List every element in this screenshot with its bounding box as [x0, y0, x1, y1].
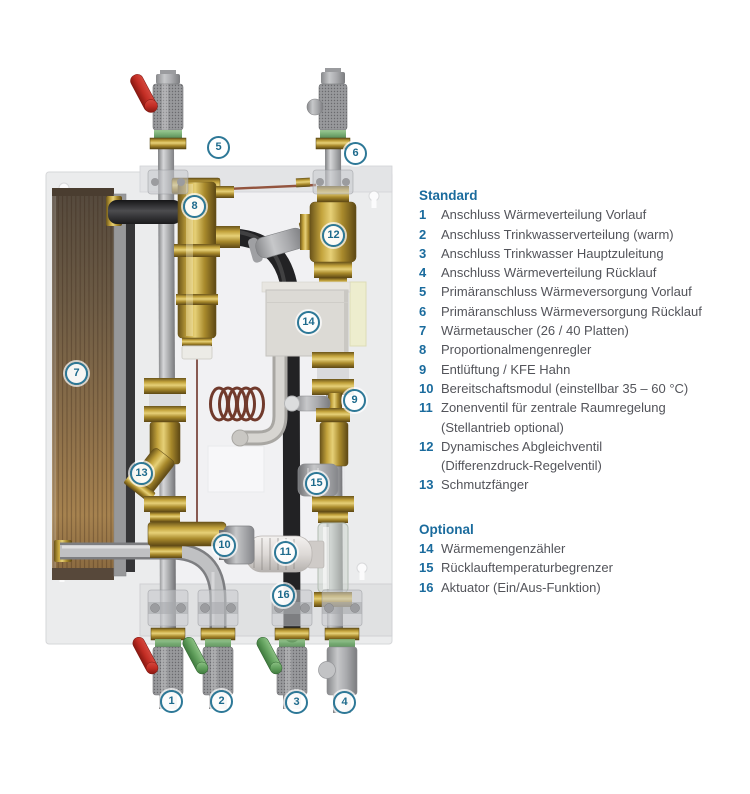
legend-item: 1 Anschluss Wärmeverteilung Vorlauf [419, 205, 744, 224]
legend-item: 14 Wärmemengenzähler [419, 539, 744, 558]
callout-1: 1 [160, 690, 183, 713]
legend-item: 15 Rücklauftemperaturbegrenzer [419, 558, 744, 577]
legend-item: 10 Bereitschaftsmodul (einstellbar 35 – … [419, 379, 744, 398]
legend-item-number: 1 [419, 207, 427, 223]
legend-item-note: (Differenzdruck-Regelventil) [441, 458, 602, 474]
callout-16: 16 [272, 584, 295, 607]
callout-11: 11 [274, 541, 297, 564]
legend: Standard 1 Anschluss Wärmeverteilung Vor… [419, 186, 744, 597]
legend-item-number: 12 [419, 438, 434, 454]
heat-exchanger [52, 188, 135, 580]
callout-12: 12 [322, 224, 345, 247]
legend-item-number: 7 [419, 323, 427, 339]
legend-item-text: Entlüftung / KFE Hahn [441, 361, 571, 377]
legend-item-note: (Stellantrieb optional) [441, 419, 564, 435]
legend-item-number: 11 [419, 400, 433, 416]
legend-item-number: 3 [419, 245, 427, 261]
legend-item-number: 6 [419, 303, 427, 319]
legend-item-text: Bereitschaftsmodul (einstellbar 35 – 60 … [441, 380, 689, 396]
legend-item-number: 14 [419, 541, 434, 557]
legend-item: 9 Entlüftung / KFE Hahn [419, 360, 744, 379]
callout-5: 5 [207, 136, 230, 159]
callout-2: 2 [210, 690, 233, 713]
legend-item-number: 9 [419, 361, 427, 377]
legend-item-text: Wärmemengenzähler [441, 541, 566, 557]
legend-item-text: Anschluss Wärmeverteilung Vorlauf [441, 207, 647, 223]
callout-4: 4 [333, 691, 356, 714]
proportional-flow-controller [106, 177, 240, 360]
legend-item: 5 Primäranschluss Wärmeversorgung Vorlau… [419, 282, 744, 301]
legend-item: 13 Schmutzfänger [419, 475, 744, 494]
legend-item-text: Wärmetauscher (26 / 40 Platten) [441, 323, 629, 339]
legend-item-number: 16 [419, 579, 434, 595]
callout-13: 13 [130, 462, 153, 485]
legend-item-text: Anschluss Trinkwasserverteilung (warm) [441, 226, 674, 242]
legend-item: 16 Aktuator (Ein/Aus-Funktion) [419, 578, 744, 597]
pipe-clamps [147, 169, 363, 627]
legend-item-number: 5 [419, 284, 427, 300]
capillary-coil [209, 386, 265, 422]
primary-supply-valve [130, 70, 187, 150]
legend-item-number: 4 [419, 265, 427, 281]
legend-item-number: 13 [419, 477, 434, 493]
legend-item-text: Aktuator (Ein/Aus-Funktion) [441, 579, 601, 595]
legend-heading-standard: Standard [419, 188, 478, 203]
legend-item-number: 2 [419, 226, 427, 242]
legend-item: 2 Anschluss Trinkwasserverteilung (warm) [419, 225, 744, 244]
panel-label [207, 445, 265, 493]
legend-item-text: Zonenventil für zentrale Raumregelung (S… [441, 398, 744, 437]
connection-valve-1-red [132, 627, 186, 709]
legend-item-number: 15 [419, 560, 434, 576]
callout-15: 15 [305, 472, 328, 495]
legend-item-number: 10 [419, 380, 434, 396]
callout-10: 10 [213, 534, 236, 557]
legend-item: 6 Primäranschluss Wärmeversorgung Rückla… [419, 302, 744, 321]
legend-item-text: Proportionalmengenregler [441, 342, 592, 358]
legend-optional-section: Optional 14 Wärmemengenzähler 15 Rücklau… [419, 520, 744, 597]
callout-3: 3 [285, 691, 308, 714]
callout-14: 14 [297, 311, 320, 334]
legend-item-text: Anschluss Wärmeverteilung Rücklauf [441, 265, 657, 281]
legend-item-text: Dynamisches Abgleichventil (Differenzdru… [441, 437, 744, 476]
legend-item: 8 Proportionalmengenregler [419, 340, 744, 359]
legend-item: 11 Zonenventil für zentrale Raumregelung… [419, 398, 744, 437]
callout-6: 6 [344, 142, 367, 165]
legend-item: 4 Anschluss Wärmeverteilung Rücklauf [419, 263, 744, 282]
legend-item: 12 Dynamisches Abgleichventil (Differenz… [419, 437, 744, 476]
callout-8: 8 [183, 195, 206, 218]
primary-return-valve [306, 68, 351, 150]
legend-item: 7 Wärmetauscher (26 / 40 Platten) [419, 321, 744, 340]
legend-item-text: Primäranschluss Wärmeversorgung Rücklauf [441, 303, 702, 319]
legend-item-text: Primäranschluss Wärmeversorgung Vorlauf [441, 284, 692, 300]
callout-7: 7 [65, 362, 88, 385]
legend-item-text: Rücklauftemperaturbegrenzer [441, 560, 613, 576]
callout-9: 9 [343, 389, 366, 412]
legend-item-text: Schmutzfänger [441, 477, 529, 493]
sticker [349, 281, 367, 347]
connection-pipe-white [231, 354, 288, 447]
legend-heading-optional: Optional [419, 521, 474, 537]
legend-item-text: Anschluss Trinkwasser Hauptzuleitung [441, 245, 664, 261]
legend-item-number: 8 [419, 342, 427, 358]
legend-item: 3 Anschluss Trinkwasser Hauptzuleitung [419, 244, 744, 263]
